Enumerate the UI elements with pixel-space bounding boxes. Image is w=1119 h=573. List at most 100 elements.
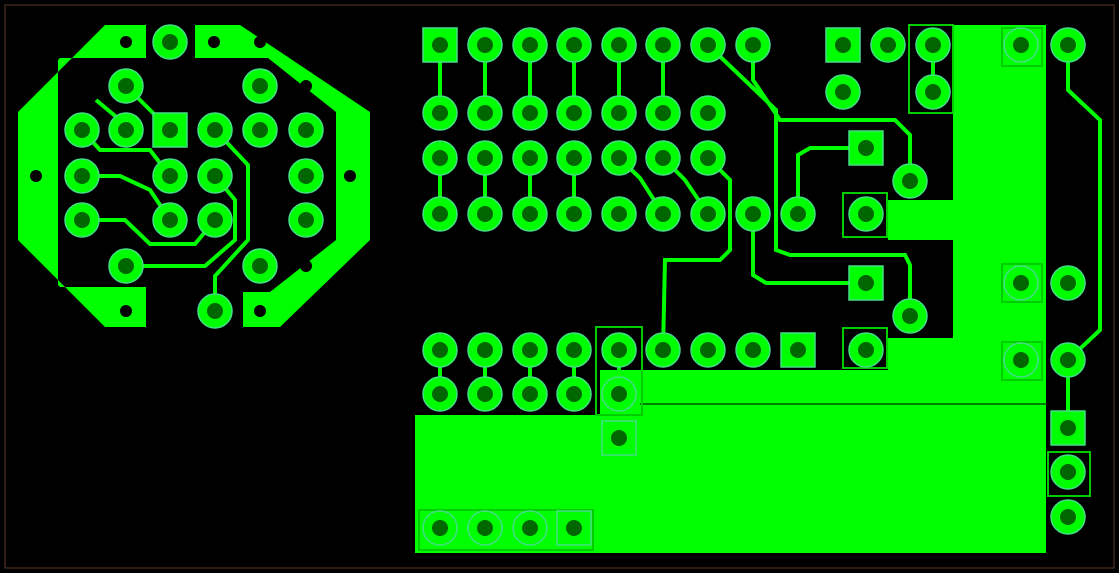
drill-hole xyxy=(477,342,493,358)
drill-hole xyxy=(522,150,538,166)
drill-hole xyxy=(432,105,448,121)
drill-hole xyxy=(522,342,538,358)
silkscreen-outlines xyxy=(418,24,1091,551)
drill-hole xyxy=(700,37,716,53)
drill-hole xyxy=(432,206,448,222)
via xyxy=(76,80,88,92)
drill-hole xyxy=(1060,275,1076,291)
drill-hole xyxy=(522,105,538,121)
drill-hole xyxy=(655,206,671,222)
drill-hole xyxy=(745,206,761,222)
drill-hole xyxy=(925,37,941,53)
drill-hole xyxy=(655,37,671,53)
ground-plane xyxy=(415,25,1046,553)
drill-hole xyxy=(74,168,90,184)
drill-hole xyxy=(902,173,918,189)
drill-hole xyxy=(835,84,851,100)
drill-hole xyxy=(1013,37,1029,53)
via xyxy=(254,36,266,48)
drill-hole xyxy=(522,520,538,536)
drill-hole xyxy=(252,122,268,138)
drill-hole xyxy=(522,37,538,53)
via xyxy=(254,305,266,317)
drill-hole xyxy=(477,386,493,402)
drill-hole xyxy=(118,122,134,138)
copper-ring-left xyxy=(18,25,146,327)
drill-hole xyxy=(522,386,538,402)
drill-hole xyxy=(477,150,493,166)
drill-hole xyxy=(432,37,448,53)
drill-hole xyxy=(655,342,671,358)
drill-hole xyxy=(566,105,582,121)
drill-hole xyxy=(432,520,448,536)
drill-hole xyxy=(162,34,178,50)
square-pad xyxy=(152,112,188,148)
drill-hole xyxy=(566,520,582,536)
drill-hole xyxy=(432,342,448,358)
drill-hole xyxy=(611,206,627,222)
drill-hole xyxy=(74,122,90,138)
drill-hole xyxy=(1060,464,1076,480)
drill-hole xyxy=(298,122,314,138)
drill-hole xyxy=(477,37,493,53)
drill-hole xyxy=(858,140,874,156)
drill-hole xyxy=(790,206,806,222)
drill-hole xyxy=(655,105,671,121)
drill-hole xyxy=(252,78,268,94)
drill-hole xyxy=(611,105,627,121)
board-outline xyxy=(4,4,1115,569)
drill-hole xyxy=(611,37,627,53)
via xyxy=(120,305,132,317)
drill-hole xyxy=(745,342,761,358)
drill-hole xyxy=(700,342,716,358)
copper-pour xyxy=(415,25,1046,553)
drill-hole xyxy=(207,212,223,228)
drill-hole xyxy=(611,342,627,358)
drill-hole xyxy=(790,342,806,358)
drill-hole xyxy=(1060,37,1076,53)
pads-layer xyxy=(64,24,1086,546)
drill-hole xyxy=(162,122,178,138)
drill-hole xyxy=(858,275,874,291)
drill-hole xyxy=(207,122,223,138)
drill-hole xyxy=(858,342,874,358)
drill-hole xyxy=(655,150,671,166)
mounting-hole xyxy=(344,170,356,182)
drill-hole xyxy=(700,206,716,222)
via xyxy=(300,260,312,272)
drill-hole xyxy=(252,258,268,274)
drill-hole xyxy=(118,78,134,94)
via xyxy=(208,36,220,48)
drill-hole xyxy=(566,206,582,222)
drill-hole xyxy=(477,520,493,536)
drill-hole xyxy=(700,150,716,166)
drill-hole xyxy=(880,37,896,53)
drill-hole xyxy=(298,212,314,228)
drill-hole xyxy=(162,168,178,184)
drill-hole xyxy=(162,212,178,228)
drill-hole xyxy=(1060,509,1076,525)
drill-hole xyxy=(566,150,582,166)
drill-hole xyxy=(858,206,874,222)
via xyxy=(164,305,176,317)
drill-hole xyxy=(432,150,448,166)
drill-hole xyxy=(1013,275,1029,291)
mounting-hole xyxy=(30,170,42,182)
drill-hole xyxy=(745,37,761,53)
drill-hole xyxy=(611,386,627,402)
drill-hole xyxy=(207,168,223,184)
drill-hole xyxy=(566,342,582,358)
via xyxy=(300,80,312,92)
drill-hole xyxy=(298,168,314,184)
drill-hole xyxy=(74,212,90,228)
via xyxy=(120,36,132,48)
drill-hole xyxy=(432,386,448,402)
drill-hole xyxy=(566,37,582,53)
drill-hole xyxy=(477,206,493,222)
drill-hole xyxy=(566,386,582,402)
drill-hole xyxy=(902,308,918,324)
drill-hole xyxy=(1013,352,1029,368)
drill-hole xyxy=(700,105,716,121)
